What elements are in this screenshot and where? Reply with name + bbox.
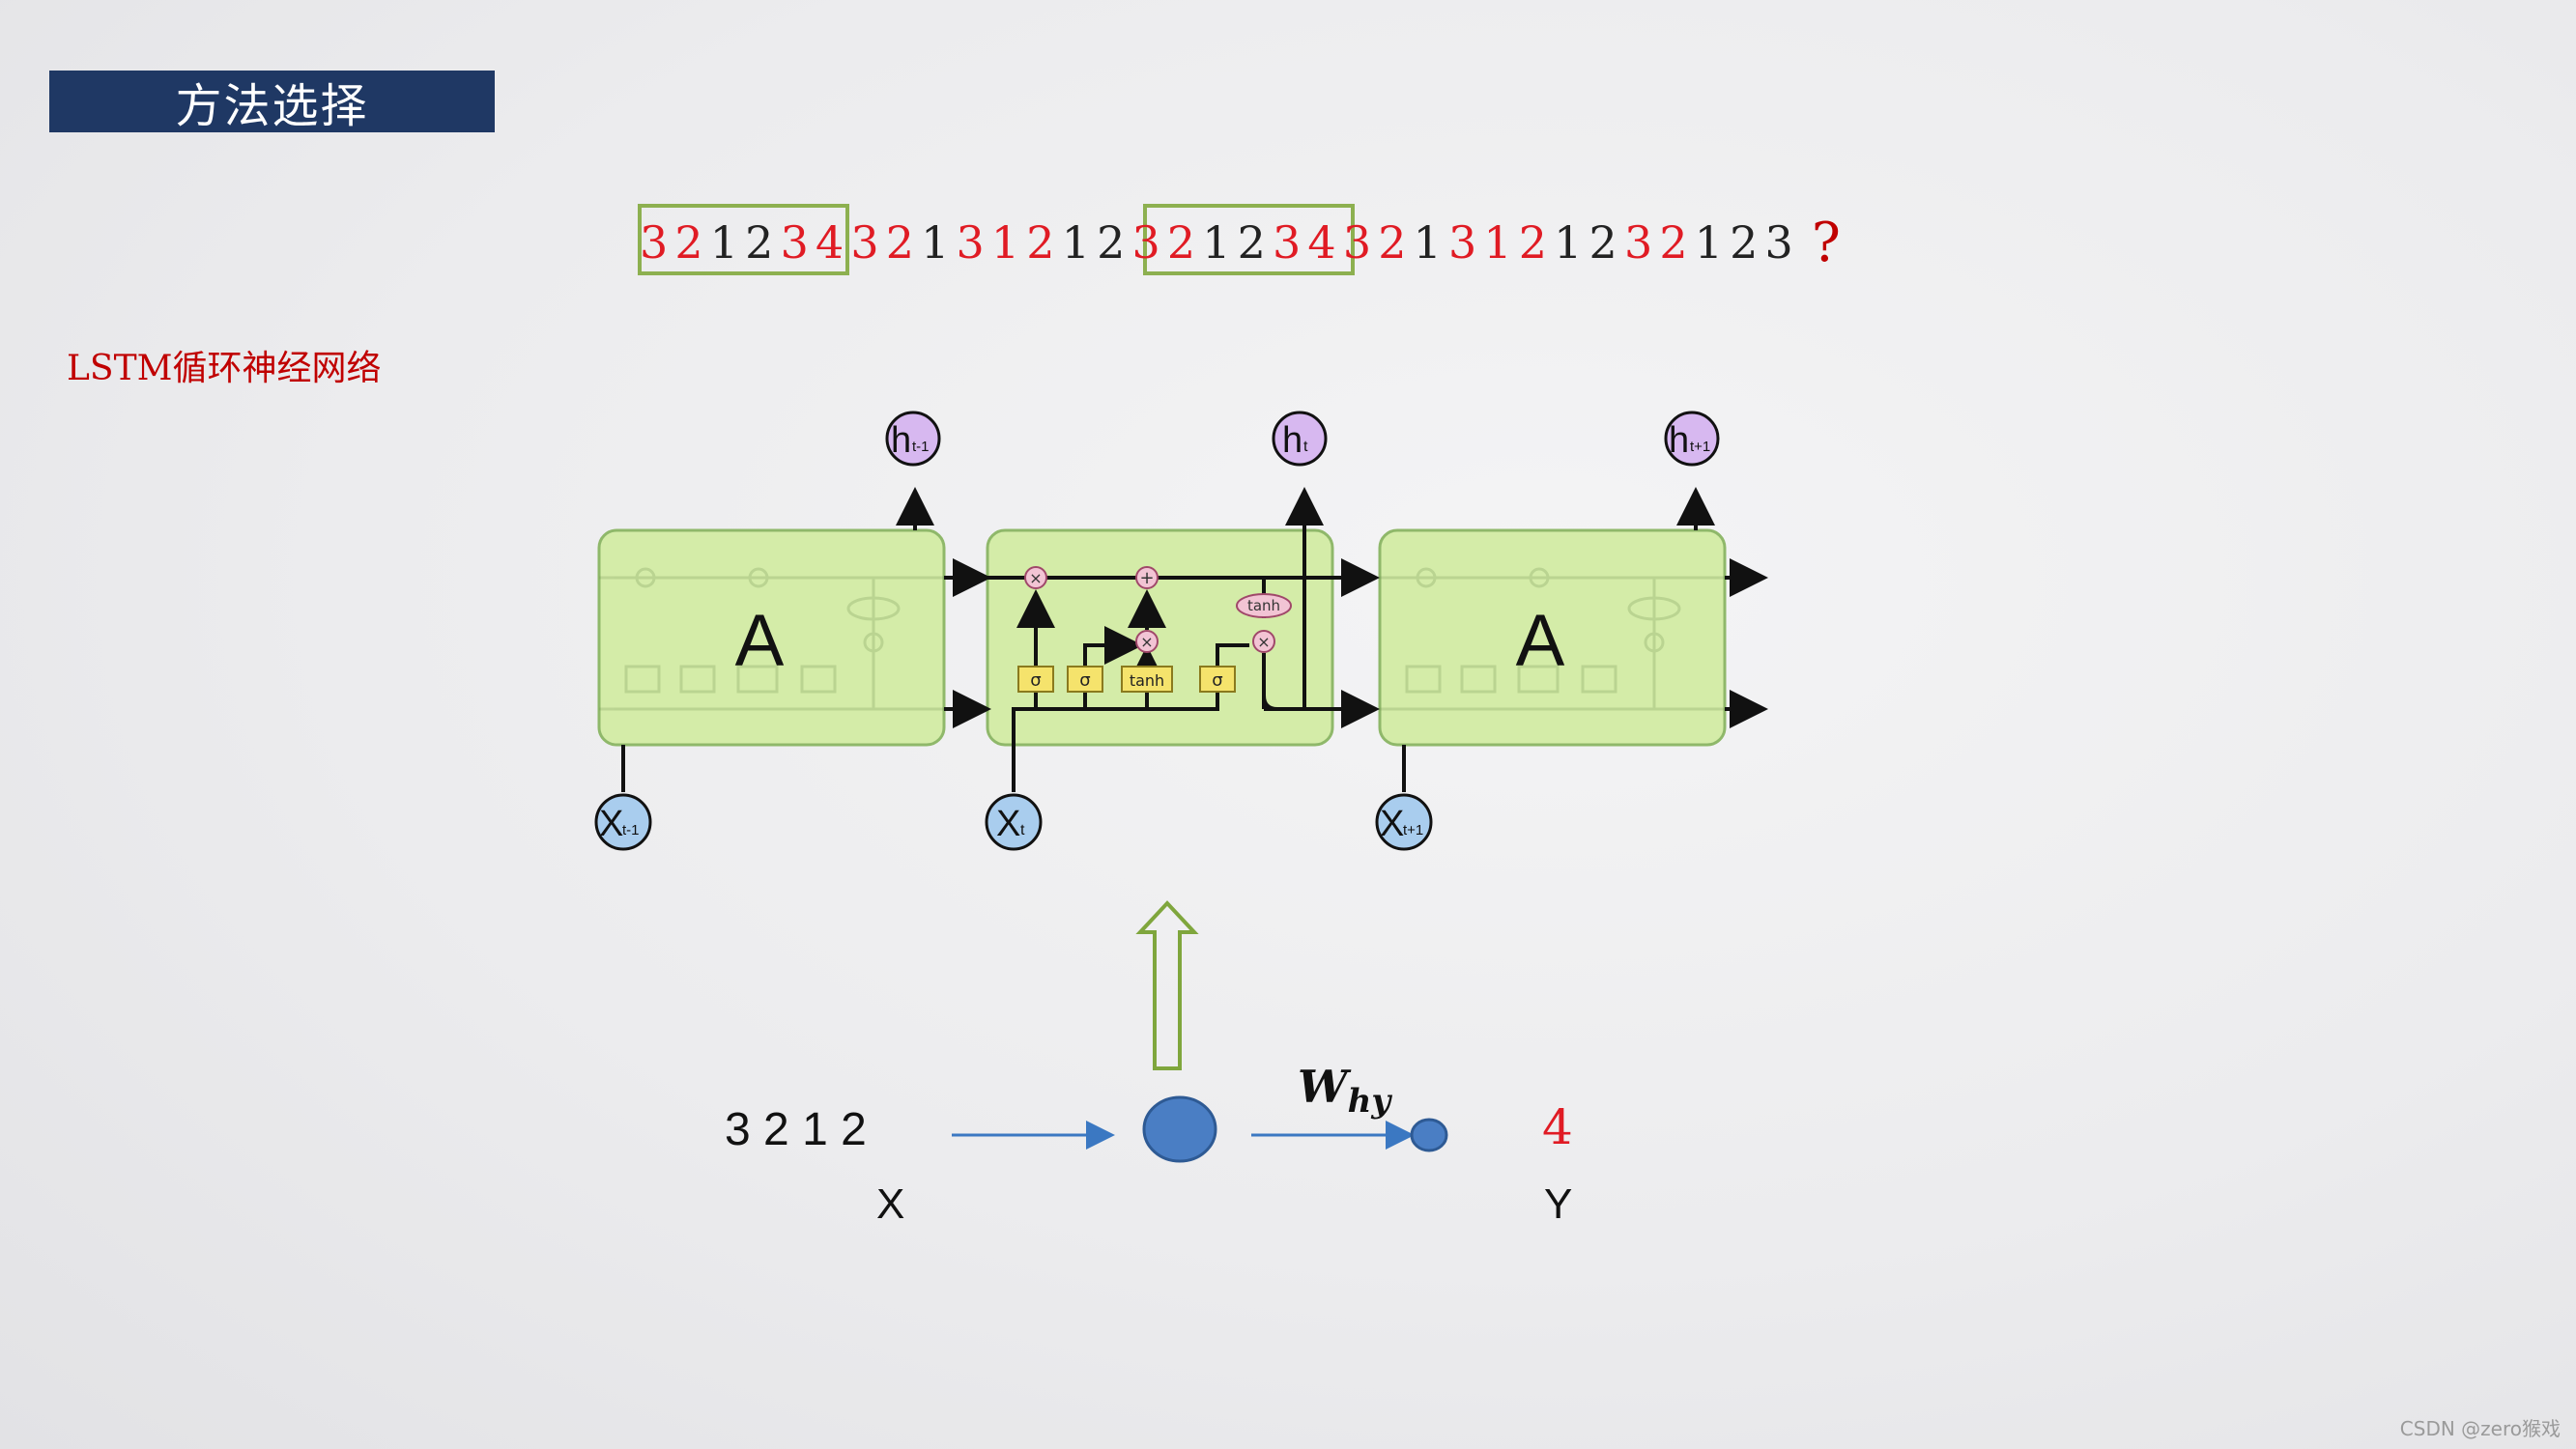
x-next-sub: t+1 [1403,822,1423,838]
cell-label-prev: A [735,600,785,682]
sequence-digit: 1 [921,216,950,269]
lstm-cell-next: A [1378,528,1727,747]
sequence-digit: 1 [1694,216,1723,269]
op-multiply-label-3: × [1257,633,1270,651]
cell-connections [944,558,1768,728]
gate-layers: σ σ tanh σ [1017,666,1236,693]
slide-title: 方法选择 [49,71,495,133]
h-cur-main: h [1282,420,1302,461]
sequence-digit: 2 [1166,216,1196,269]
h-prev-main: h [891,420,911,461]
h-node-prev [885,411,941,467]
sequence-digit: 1 [1413,216,1442,269]
cell-label-next: A [1516,600,1565,682]
sequence-digit: 3 [1342,216,1372,269]
sequence-digit: 4 [815,216,844,269]
op-tanh [1236,593,1292,618]
up-arrow-icon [1135,900,1199,1070]
sequence-digit: 1 [990,216,1020,269]
sequence-digit: 3 [956,216,985,269]
sequence-digit: 2 [1097,216,1126,269]
input-values: 3 2 1 2 [725,1104,867,1155]
sequence-digit: 2 [1659,216,1688,269]
sequence-digit: 3 [850,216,879,269]
op-multiply-input [1135,630,1159,653]
sequence-digit: 3 [1447,216,1477,269]
hidden-node [1142,1095,1217,1163]
sequence-digit: 1 [1483,216,1512,269]
sequence-digit: 2 [1026,216,1055,269]
x-cur-main: X [996,804,1020,844]
gate-label-2: tanh [1130,671,1164,690]
x-node-next [1375,793,1433,851]
h-cur-sub: t [1303,439,1308,455]
h-prev-sub: t-1 [912,439,930,455]
x-cur-sub: t [1020,822,1025,838]
lstm-cell-prev: A [597,528,946,747]
h-next-sub: t+1 [1690,439,1710,455]
output-nodes [885,411,1720,467]
sequence-digit: 1 [709,216,739,269]
output-node [1410,1118,1448,1152]
x-node-cur [985,793,1043,851]
sequence-digit: 2 [674,216,703,269]
x-node-prev [594,793,652,851]
sequence-digit: 1 [1202,216,1231,269]
gate-candidate [1121,666,1173,693]
op-multiply-label-2: × [1140,633,1153,651]
gate-forget [1017,666,1054,693]
y-axis-label: Y [1544,1180,1573,1228]
op-add-state [1135,566,1159,589]
sequence-digit: 2 [745,216,774,269]
sequence-digit: 3 [1273,216,1302,269]
x-next-main: X [1380,804,1404,844]
sequence-digit: 2 [1237,216,1266,269]
x-prev-sub: t-1 [622,822,640,838]
lstm-label: LSTM循环神经网络 [67,349,382,388]
op-multiply-forget [1024,566,1047,589]
sequence-digit: 2 [1589,216,1617,269]
pointwise-ops [1024,566,1292,653]
sequence-digit: 3 [640,216,669,269]
op-tanh-label: tanh [1247,597,1280,614]
op-multiply-label-1: × [1029,569,1042,587]
op-multiply-output [1252,630,1275,653]
watermark: CSDN @zero猴戏 [2399,1417,2561,1440]
sequence-digit: 3 [780,216,809,269]
lstm-cell-current [986,528,1334,747]
cell-internal-wiring [621,487,1715,792]
sequence-digit: 3 [1131,216,1160,269]
output-value: 4 [1542,1099,1573,1155]
gate-label-0: σ [1030,670,1041,691]
h-node-cur [1272,411,1328,467]
sequence-digit: 4 [1307,216,1336,269]
pattern-highlight-box-1 [638,204,849,275]
sequence-digit: 3 [1623,216,1653,269]
gate-label-1: σ [1079,670,1090,691]
x-axis-label: X [876,1180,905,1228]
h-next-main: h [1669,420,1689,461]
sequence-digit: 2 [1518,216,1548,269]
x-prev-main: X [599,804,623,844]
op-add-label: + [1139,568,1154,588]
sequence-digit: 2 [885,216,915,269]
sequence-digit: 2 [1378,216,1407,269]
gate-input [1067,666,1103,693]
sequence-digit: 2 [1730,216,1759,269]
sequence-digit: 3 [1764,216,1793,269]
sequence-digit: 1 [1061,216,1090,269]
gate-output [1199,666,1236,693]
sequence-digit: 1 [1554,216,1583,269]
pattern-highlight-box-2 [1143,204,1355,275]
weight-label: Why [1298,1061,1391,1122]
h-node-next [1664,411,1720,467]
question-mark: ? [1811,211,1841,274]
gate-label-3: σ [1212,670,1222,691]
input-nodes [594,793,1433,851]
